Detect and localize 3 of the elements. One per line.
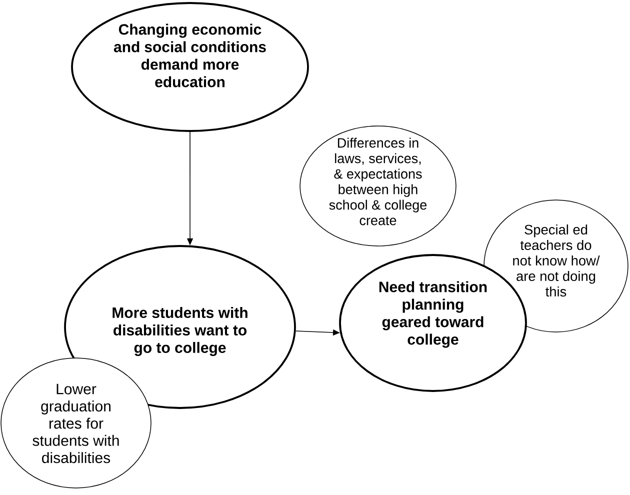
ellipse-node: Differences in laws, services, & expectations between high school & college create — [300, 126, 456, 246]
ellipse-node: Changing economic and social conditions demand more education — [71, 2, 309, 132]
ellipse-node: Lower graduation rates for students with disabilities — [0, 358, 152, 488]
